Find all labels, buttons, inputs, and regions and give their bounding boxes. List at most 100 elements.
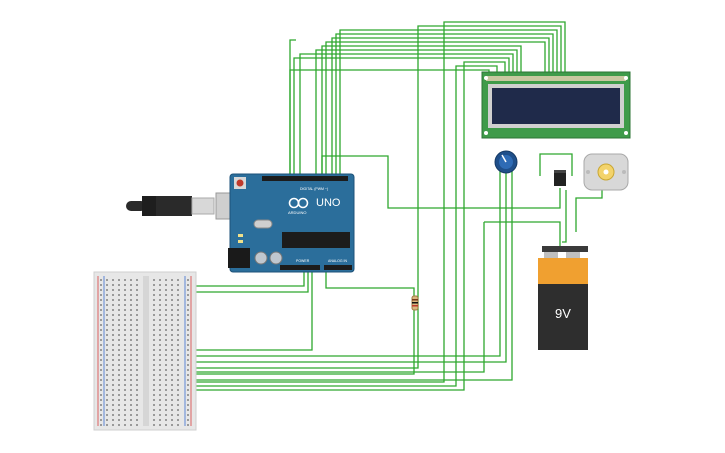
breadboard-hole[interactable] [159, 299, 161, 301]
breadboard-hole[interactable] [159, 354, 161, 356]
breadboard-hole[interactable] [177, 384, 179, 386]
breadboard-hole[interactable] [177, 414, 179, 416]
breadboard-hole[interactable] [171, 324, 173, 326]
breadboard-hole[interactable] [118, 289, 120, 291]
breadboard-hole[interactable] [187, 299, 189, 301]
breadboard-hole[interactable] [187, 374, 189, 376]
breadboard-hole[interactable] [171, 279, 173, 281]
wire-battery-bb[interactable] [484, 221, 561, 246]
breadboard-hole[interactable] [153, 354, 155, 356]
breadboard-hole[interactable] [171, 294, 173, 296]
breadboard-hole[interactable] [130, 304, 132, 306]
breadboard-hole[interactable] [159, 394, 161, 396]
wire-lcd-7[interactable] [321, 45, 522, 176]
breadboard-hole[interactable] [100, 404, 102, 406]
breadboard-hole[interactable] [118, 364, 120, 366]
breadboard-hole[interactable] [112, 384, 114, 386]
breadboard-hole[interactable] [124, 374, 126, 376]
wire-lcd-6[interactable] [325, 41, 546, 176]
breadboard-hole[interactable] [177, 394, 179, 396]
breadboard-hole[interactable] [177, 334, 179, 336]
breadboard-hole[interactable] [136, 299, 138, 301]
lcd-pin-header[interactable] [486, 76, 626, 81]
breadboard-hole[interactable] [124, 329, 126, 331]
breadboard-hole[interactable] [136, 384, 138, 386]
breadboard-hole[interactable] [136, 334, 138, 336]
breadboard-hole[interactable] [124, 379, 126, 381]
breadboard-hole[interactable] [106, 324, 108, 326]
breadboard-hole[interactable] [106, 279, 108, 281]
breadboard-hole[interactable] [165, 284, 167, 286]
breadboard-hole[interactable] [124, 304, 126, 306]
battery-9v[interactable]: 9V [538, 246, 588, 350]
breadboard-hole[interactable] [187, 284, 189, 286]
breadboard-hole[interactable] [118, 309, 120, 311]
breadboard-hole[interactable] [130, 359, 132, 361]
wire-lcd-11[interactable] [190, 61, 506, 391]
wire-pot-3[interactable] [190, 170, 513, 381]
breadboard-hole[interactable] [187, 379, 189, 381]
wire-lcd-9[interactable] [299, 53, 514, 176]
breadboard-hole[interactable] [171, 289, 173, 291]
breadboard-hole[interactable] [159, 349, 161, 351]
breadboard-hole[interactable] [106, 364, 108, 366]
breadboard-hole[interactable] [136, 324, 138, 326]
breadboard-hole[interactable] [171, 364, 173, 366]
breadboard-hole[interactable] [112, 329, 114, 331]
breadboard-hole[interactable] [187, 369, 189, 371]
breadboard-hole[interactable] [130, 409, 132, 411]
breadboard-hole[interactable] [112, 289, 114, 291]
breadboard-hole[interactable] [187, 294, 189, 296]
breadboard-hole[interactable] [177, 399, 179, 401]
breadboard-hole[interactable] [136, 414, 138, 416]
wire-pin-to-transistor[interactable] [321, 155, 561, 209]
breadboard-hole[interactable] [159, 414, 161, 416]
breadboard-hole[interactable] [106, 374, 108, 376]
breadboard-hole[interactable] [171, 304, 173, 306]
breadboard-hole[interactable] [159, 364, 161, 366]
breadboard-hole[interactable] [100, 304, 102, 306]
breadboard-hole[interactable] [159, 359, 161, 361]
breadboard-hole[interactable] [100, 289, 102, 291]
breadboard-hole[interactable] [159, 324, 161, 326]
wire-resistor[interactable] [190, 270, 415, 375]
breadboard-hole[interactable] [177, 374, 179, 376]
breadboard-hole[interactable] [124, 359, 126, 361]
breadboard-hole[interactable] [112, 399, 114, 401]
breadboard-hole[interactable] [136, 369, 138, 371]
breadboard-hole[interactable] [165, 374, 167, 376]
breadboard-hole[interactable] [118, 294, 120, 296]
breadboard-hole[interactable] [171, 299, 173, 301]
breadboard-hole[interactable] [130, 414, 132, 416]
breadboard-hole[interactable] [136, 344, 138, 346]
breadboard-hole[interactable] [177, 379, 179, 381]
breadboard-hole[interactable] [106, 314, 108, 316]
breadboard-hole[interactable] [171, 389, 173, 391]
breadboard-hole[interactable] [100, 284, 102, 286]
breadboard-hole[interactable] [100, 339, 102, 341]
dc-motor-icon[interactable] [583, 153, 629, 191]
resistor-icon[interactable] [411, 295, 419, 311]
breadboard-hole[interactable] [124, 349, 126, 351]
breadboard-hole[interactable] [153, 399, 155, 401]
breadboard-hole[interactable] [100, 319, 102, 321]
breadboard-hole[interactable] [106, 284, 108, 286]
breadboard-hole[interactable] [124, 324, 126, 326]
breadboard-hole[interactable] [159, 329, 161, 331]
breadboard-hole[interactable] [124, 309, 126, 311]
breadboard-hole[interactable] [106, 394, 108, 396]
breadboard-hole[interactable] [153, 374, 155, 376]
breadboard-hole[interactable] [124, 389, 126, 391]
breadboard-hole[interactable] [112, 419, 114, 421]
breadboard-hole[interactable] [165, 324, 167, 326]
breadboard-hole[interactable] [118, 394, 120, 396]
breadboard-hole[interactable] [130, 394, 132, 396]
breadboard-hole[interactable] [153, 404, 155, 406]
potentiometer-icon[interactable] [494, 150, 518, 174]
breadboard-hole[interactable] [124, 414, 126, 416]
breadboard-hole[interactable] [177, 309, 179, 311]
breadboard-hole[interactable] [165, 349, 167, 351]
breadboard-hole[interactable] [159, 334, 161, 336]
breadboard-hole[interactable] [130, 369, 132, 371]
wire-lcd-8[interactable] [315, 49, 518, 176]
